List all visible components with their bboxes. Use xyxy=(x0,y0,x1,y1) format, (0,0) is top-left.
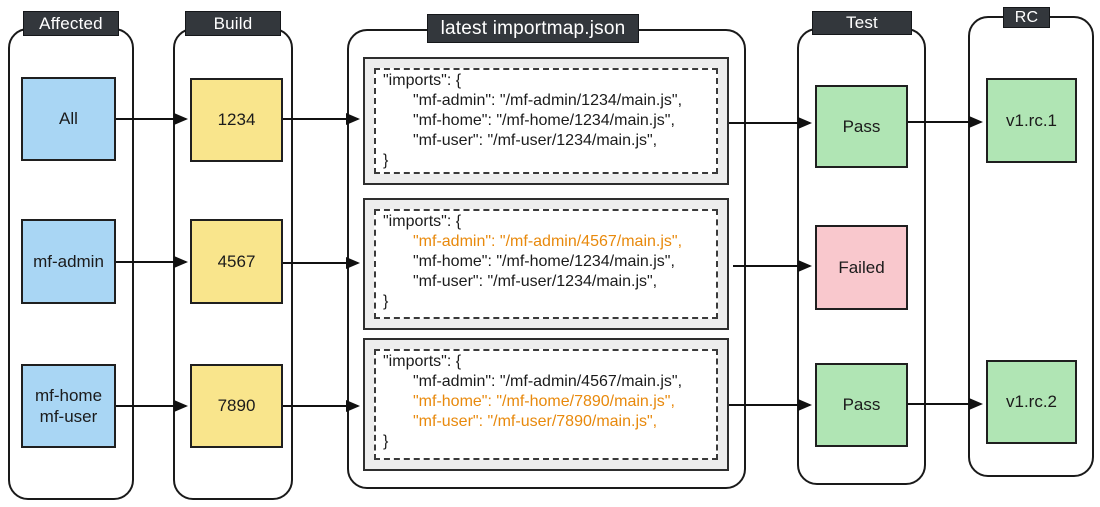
code-entry-mf-admin: "mf-admin": "/mf-admin/4567/main.js", xyxy=(413,373,683,390)
build-box-7890: 7890 xyxy=(190,364,283,448)
code-open: "imports": { xyxy=(383,72,462,89)
code-entry-mf-admin: "mf-admin": "/mf-admin/4567/main.js", xyxy=(413,233,683,250)
code-entry-mf-user: "mf-user": "/mf-user/7890/main.js", xyxy=(413,413,658,430)
code-entry-mf-admin: "mf-admin": "/mf-admin/1234/main.js", xyxy=(413,92,683,109)
code-open: "imports": { xyxy=(383,213,462,230)
lane-header-rc: RC xyxy=(1003,7,1050,28)
code-close: } xyxy=(383,152,389,169)
code-close: } xyxy=(383,293,389,310)
rc-box-v1rc1: v1.rc.1 xyxy=(986,78,1077,163)
importmap-code-row3: "imports": { "mf-admin": "/mf-admin/4567… xyxy=(374,349,718,460)
code-entry-mf-home: "mf-home": "/mf-home/1234/main.js", xyxy=(413,112,675,129)
affected-box-mf-home-mf-user: mf-home mf-user xyxy=(21,364,116,448)
code-entry-mf-home: "mf-home": "/mf-home/1234/main.js", xyxy=(413,253,675,270)
code-entry-mf-home: "mf-home": "/mf-home/7890/main.js", xyxy=(413,393,675,410)
rc-box-v1rc2: v1.rc.2 xyxy=(986,360,1077,444)
importmap-panel-row1: "imports": { "mf-admin": "/mf-admin/1234… xyxy=(363,57,729,185)
code-entry-mf-user: "mf-user": "/mf-user/1234/main.js", xyxy=(413,132,658,149)
code-open: "imports": { xyxy=(383,353,462,370)
importmap-panel-row3: "imports": { "mf-admin": "/mf-admin/4567… xyxy=(363,338,729,471)
test-box-failed-row2: Failed xyxy=(815,225,908,310)
lane-header-build: Build xyxy=(185,11,281,36)
build-box-1234: 1234 xyxy=(190,78,283,162)
code-close: } xyxy=(383,433,389,450)
build-box-4567: 4567 xyxy=(190,219,283,304)
affected-box-mf-admin: mf-admin xyxy=(21,219,116,304)
importmap-code-row2: "imports": { "mf-admin": "/mf-admin/4567… xyxy=(374,209,718,319)
test-box-pass-row3: Pass xyxy=(815,363,908,447)
affected-box-all: All xyxy=(21,77,116,161)
lane-header-test: Test xyxy=(812,11,912,35)
test-box-pass-row1: Pass xyxy=(815,85,908,168)
lane-header-importmap: latest importmap.json xyxy=(427,14,639,43)
code-entry-mf-user: "mf-user": "/mf-user/1234/main.js", xyxy=(413,273,658,290)
importmap-code-row1: "imports": { "mf-admin": "/mf-admin/1234… xyxy=(374,68,718,174)
lane-header-affected: Affected xyxy=(23,11,119,36)
importmap-panel-row2: "imports": { "mf-admin": "/mf-admin/4567… xyxy=(363,198,729,330)
